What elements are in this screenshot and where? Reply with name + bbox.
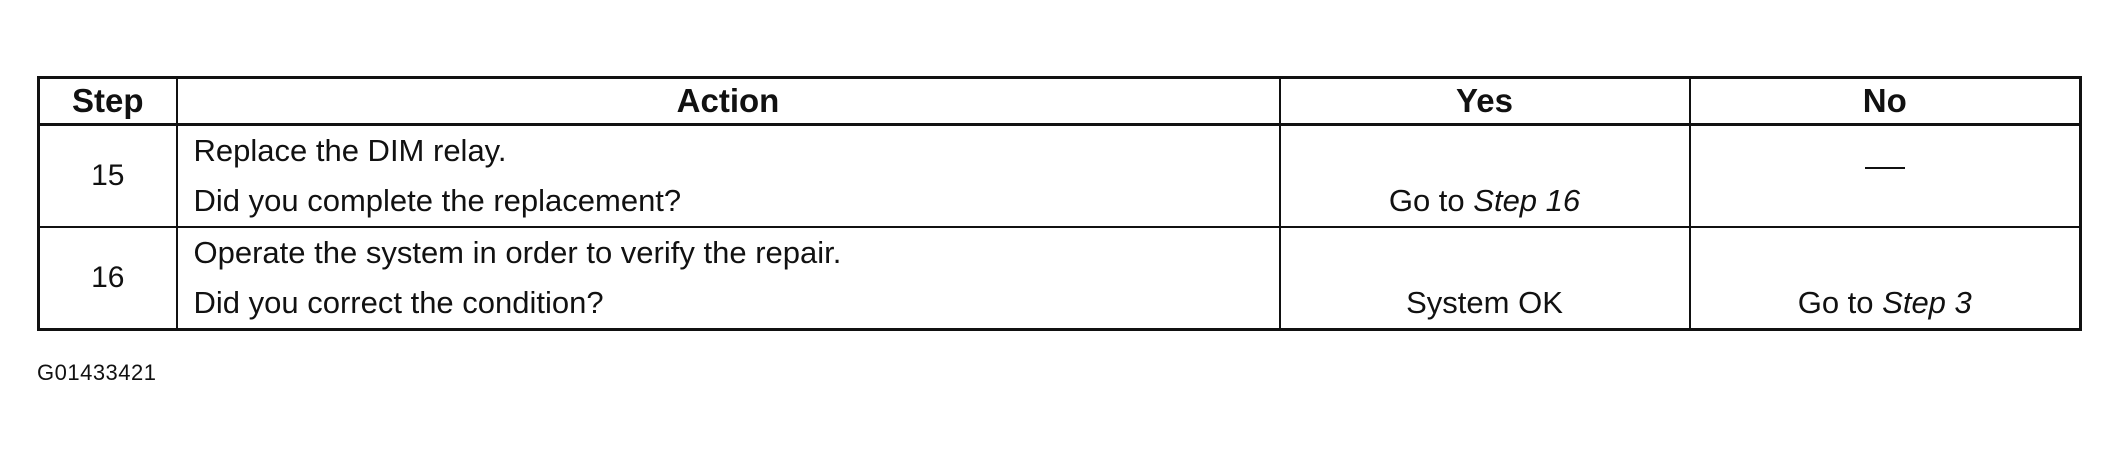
no-result: Go to Step 3 bbox=[1691, 278, 2080, 328]
figure-id: G01433421 bbox=[37, 360, 157, 385]
yes-result: Go to Step 16 bbox=[1281, 176, 1689, 226]
step-number: 15 bbox=[37, 123, 178, 228]
no-result-dash bbox=[1864, 166, 1905, 169]
header-no: No bbox=[1688, 76, 2082, 126]
table-row: 16 Operate the system in order to verify… bbox=[37, 226, 2082, 331]
yes-result: System OK bbox=[1406, 285, 1563, 320]
step-number: 16 bbox=[37, 226, 178, 331]
no-cell bbox=[1688, 123, 2082, 228]
action-instruction: Replace the DIM relay. bbox=[193, 133, 507, 168]
action-question: Did you correct the condition? bbox=[193, 285, 604, 320]
yes-goto-text: Go to bbox=[1388, 183, 1465, 218]
table-header-row: Step Action Yes No bbox=[37, 76, 2082, 126]
no-step-reference: Step 3 bbox=[1882, 285, 1972, 320]
no-cell: Go to Step 3 bbox=[1688, 226, 2082, 331]
yes-cell: System OK bbox=[1278, 226, 1691, 331]
diagnostic-step-table: Step Action Yes No 15 Replace the DIM re… bbox=[37, 76, 2082, 331]
header-step: Step bbox=[37, 76, 178, 126]
action-cell: Replace the DIM relay. Did you complete … bbox=[175, 123, 1281, 228]
header-yes: Yes bbox=[1278, 76, 1691, 126]
no-goto-text: Go to bbox=[1797, 285, 1874, 320]
diagnostic-table-container: Step Action Yes No 15 Replace the DIM re… bbox=[37, 76, 2082, 331]
action-instruction: Operate the system in order to verify th… bbox=[193, 235, 842, 270]
yes-cell: Go to Step 16 bbox=[1278, 123, 1691, 228]
table-row: 15 Replace the DIM relay. Did you comple… bbox=[37, 123, 2082, 228]
action-cell: Operate the system in order to verify th… bbox=[175, 226, 1281, 331]
action-question: Did you complete the replacement? bbox=[193, 183, 682, 218]
yes-step-reference: Step 16 bbox=[1473, 183, 1581, 218]
header-action: Action bbox=[175, 76, 1281, 126]
